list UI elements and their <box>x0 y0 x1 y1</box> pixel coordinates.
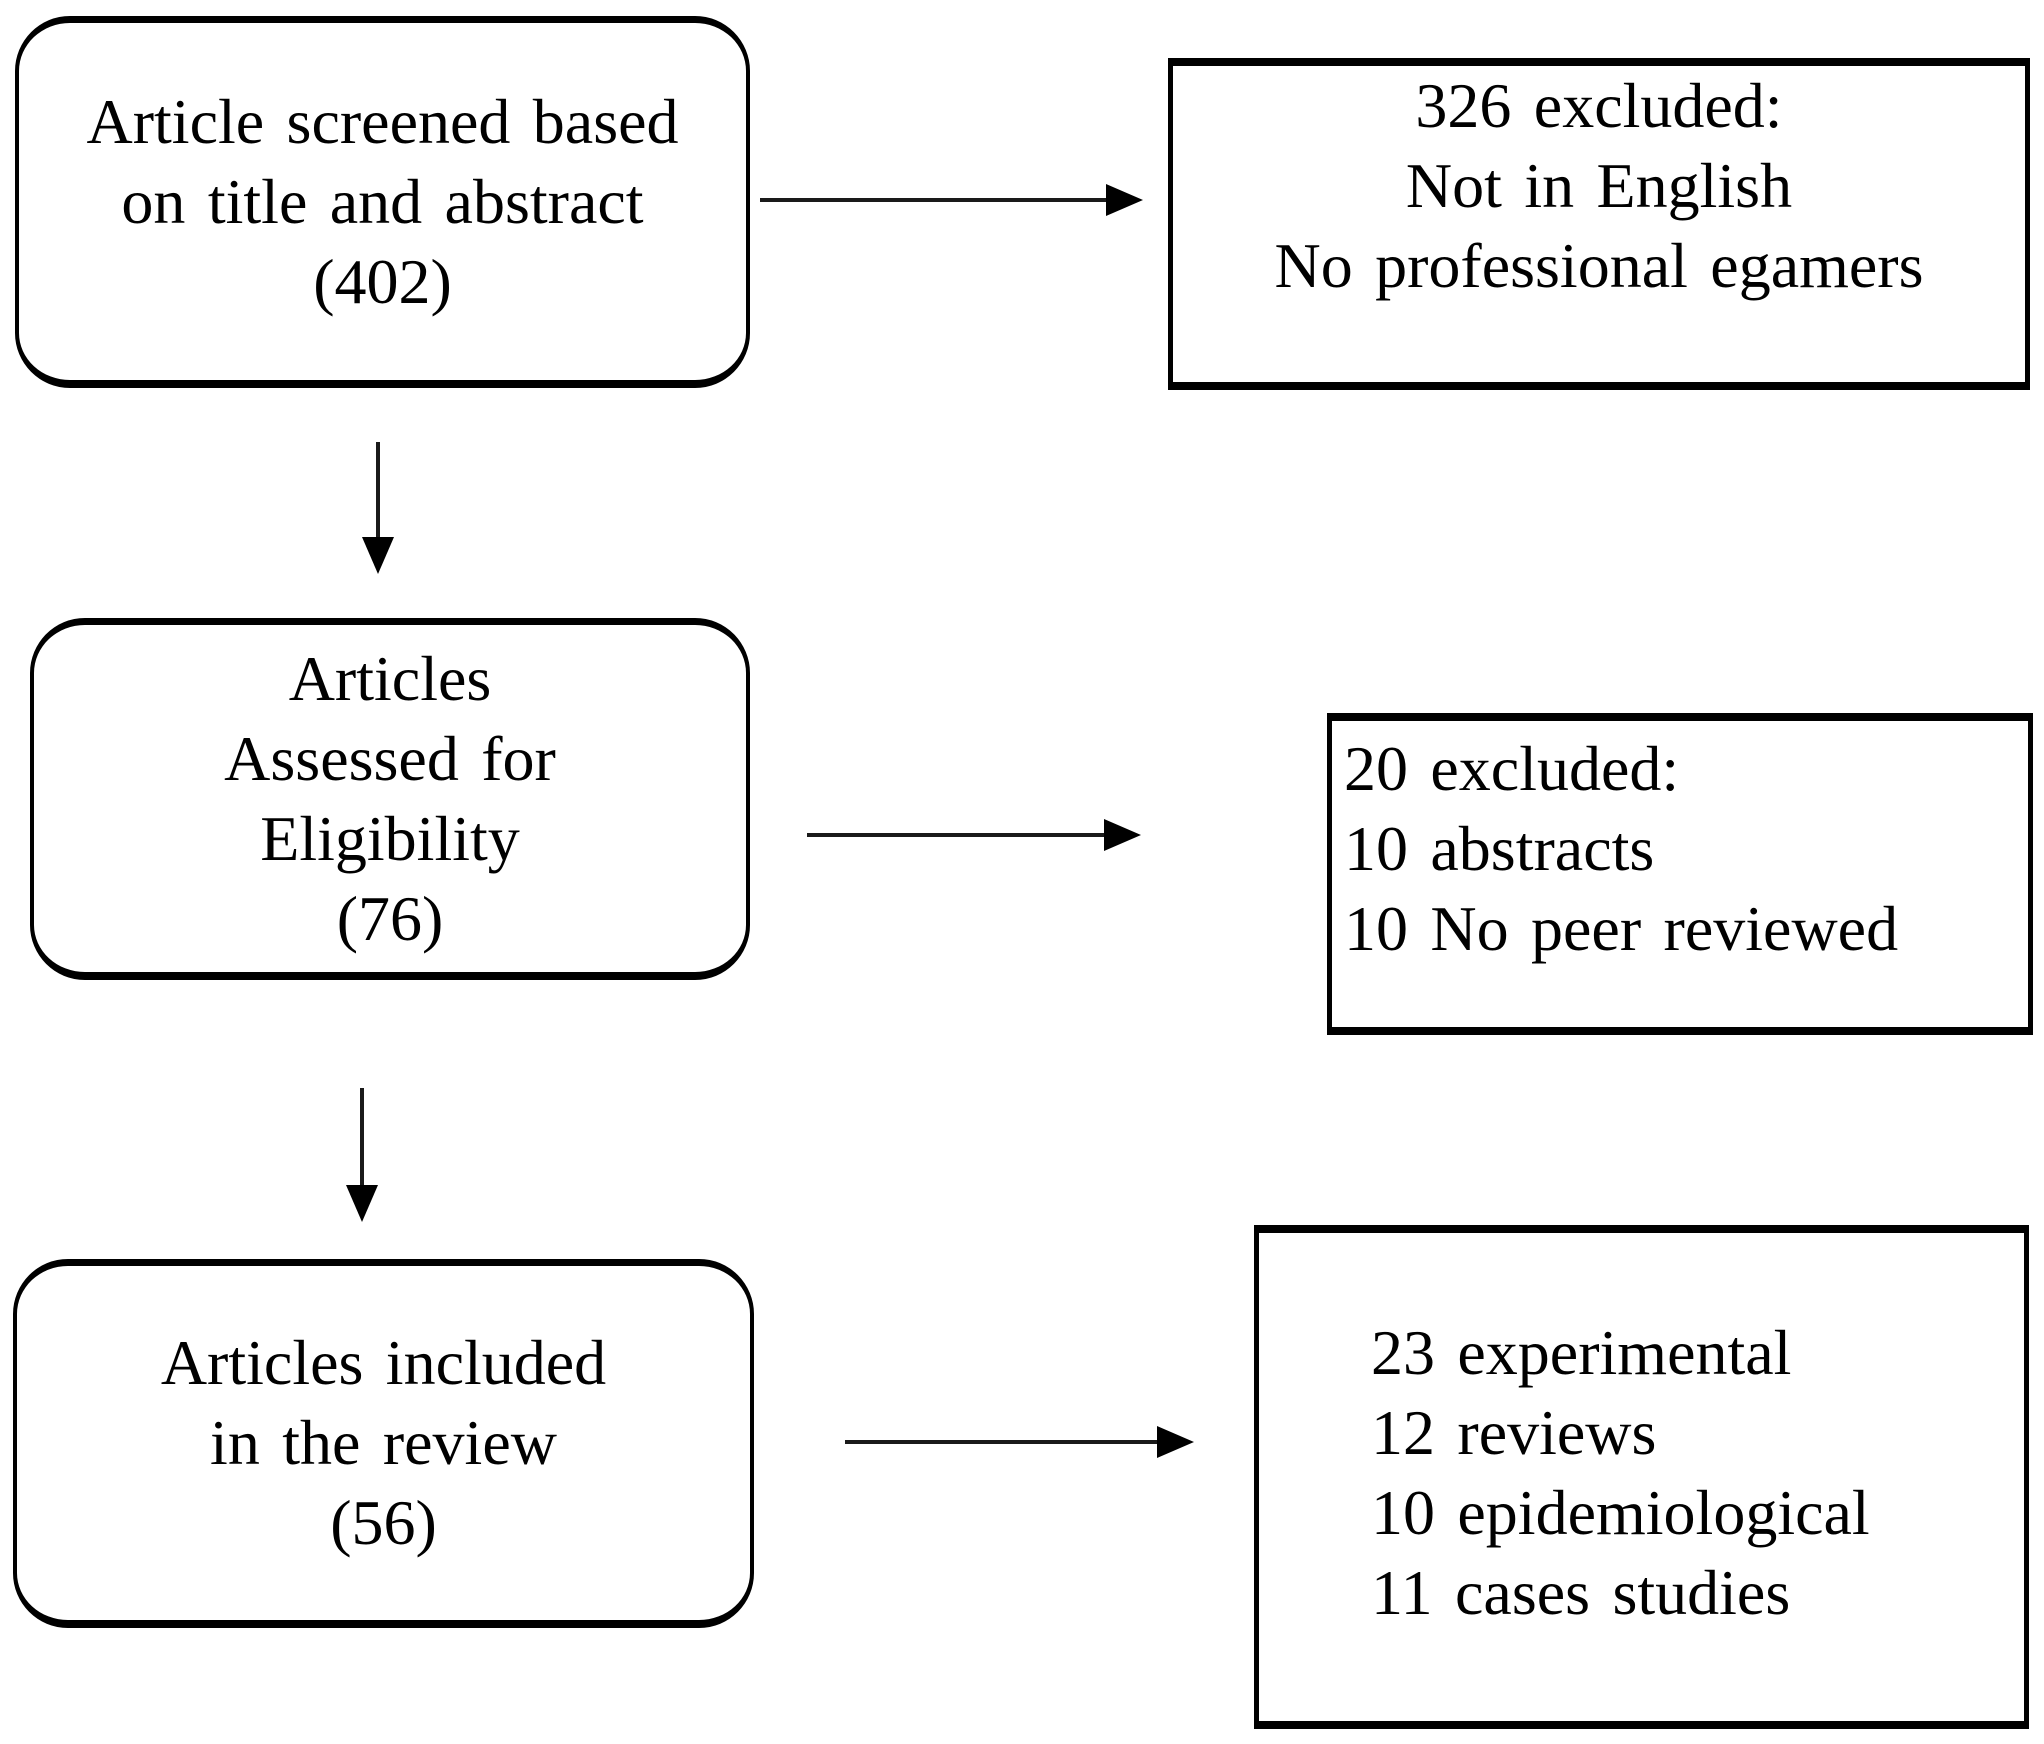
text-line: Article screened based <box>86 85 679 157</box>
text-line: 326 excluded: <box>1415 70 1783 141</box>
text-line: 12 reviews <box>1371 1397 1657 1468</box>
text-line: Articles included <box>160 1327 607 1398</box>
text-line: Assessed for <box>224 722 556 794</box>
text-line: (56) <box>330 1487 437 1558</box>
arrow-included-to-breakdown <box>845 1426 1194 1458</box>
text-line: on title and abstract <box>121 165 644 237</box>
text-line: 10 epidemiological <box>1371 1477 1870 1548</box>
text-line: Not in English <box>1405 150 1793 221</box>
box-included-breakdown: 23 experimental 12 reviews 10 epidemiolo… <box>1254 1225 2029 1729</box>
arrow-assessed-to-excluded <box>807 819 1141 851</box>
text-line: No professional egamers <box>1274 230 1924 301</box>
box-articles-included: Articles included in the review (56) <box>13 1259 754 1628</box>
arrow-assessed-to-included <box>346 1088 378 1222</box>
arrow-screened-to-assessed <box>362 442 394 574</box>
arrow-screened-to-excluded <box>760 184 1143 216</box>
box-articles-assessed: Articles Assessed for Eligibility (76) <box>30 618 750 980</box>
text-line: 11 cases studies <box>1371 1557 1791 1628</box>
text-line: (76) <box>336 882 444 954</box>
text-line: in the review <box>210 1407 557 1478</box>
box-articles-screened: Article screened based on title and abst… <box>15 16 750 388</box>
text-line: Eligibility <box>260 802 520 874</box>
text-line: (402) <box>313 245 452 317</box>
text-line: Articles <box>288 642 492 714</box>
text-line: 10 abstracts <box>1344 813 1655 884</box>
text-line: 23 experimental <box>1371 1317 1792 1388</box>
text-line: 10 No peer reviewed <box>1344 893 1899 964</box>
box-excluded-title-abstract: 326 excluded: Not in English No professi… <box>1168 58 2030 390</box>
box-excluded-eligibility: 20 excluded: 10 abstracts 10 No peer rev… <box>1327 713 2033 1035</box>
text-line: 20 excluded: <box>1344 733 1680 804</box>
